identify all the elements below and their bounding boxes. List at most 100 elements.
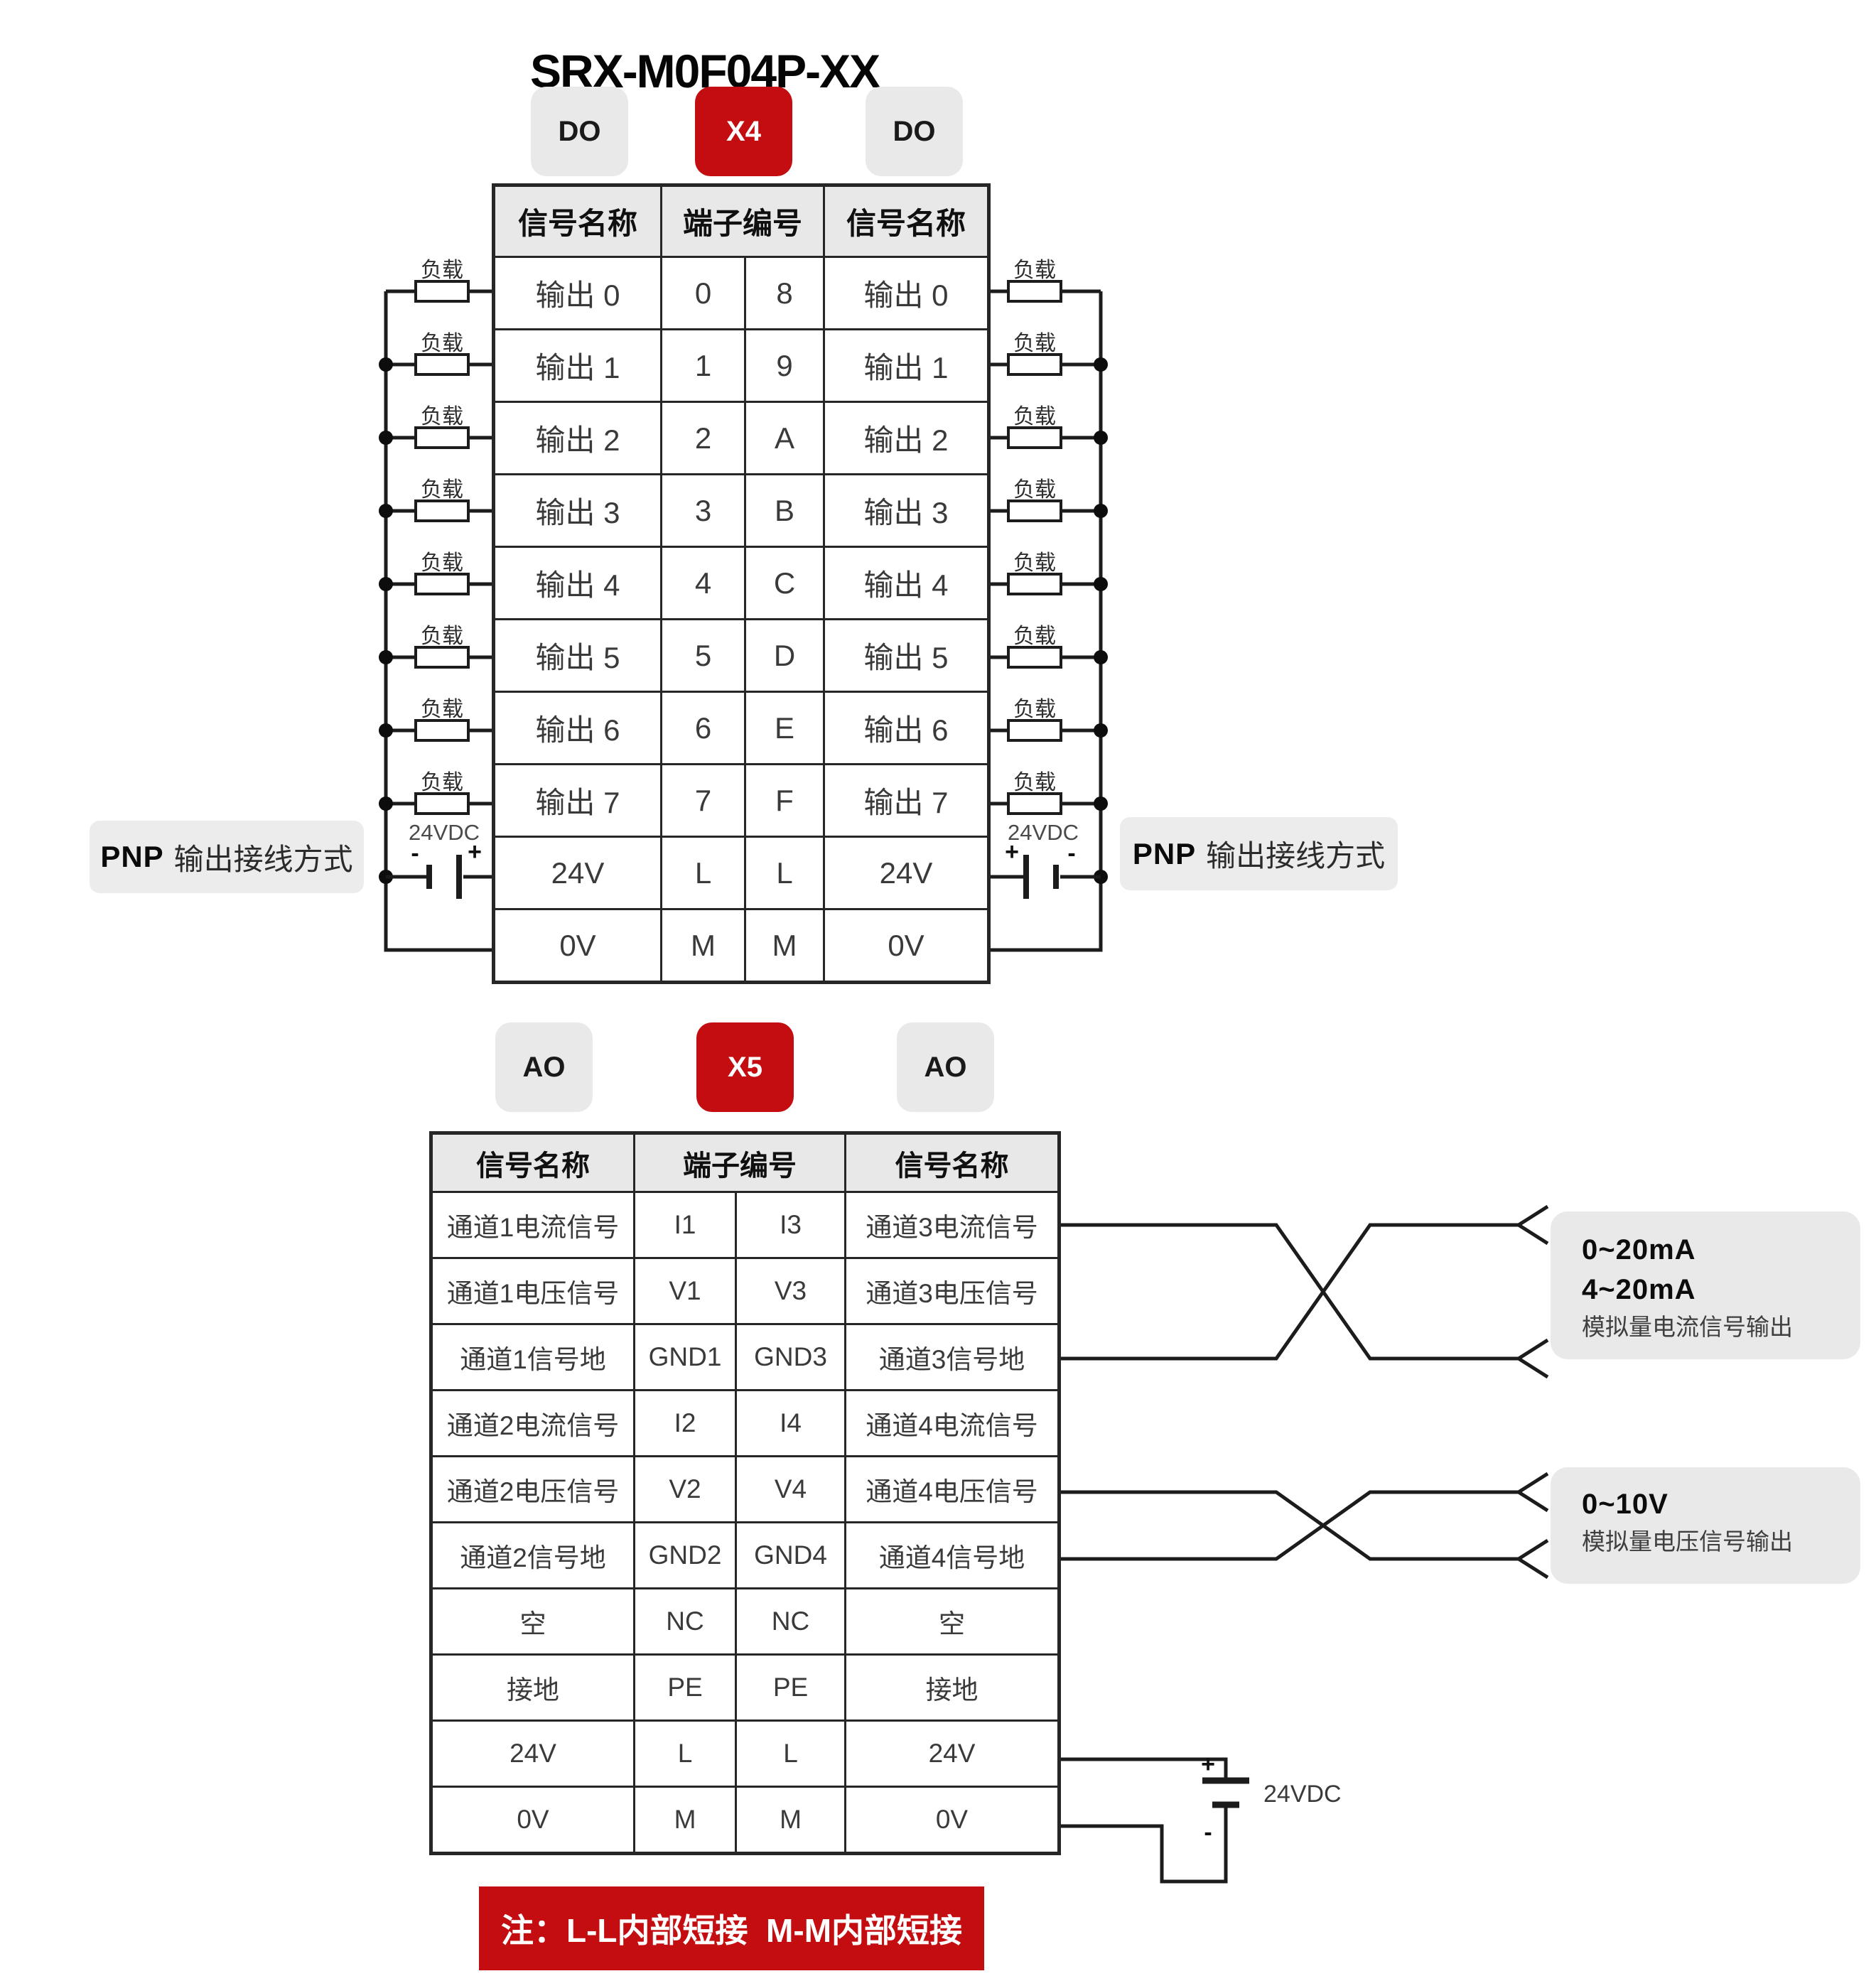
table-cell: 输出 3 [823,473,991,548]
table-cell: 空 [844,1587,1060,1656]
x4-right-wiring: + - 24VDC [987,259,1108,952]
table-cell: NC [735,1587,846,1656]
cable-fork-icon [1517,1538,1549,1580]
badge-do-right: DO [866,87,963,176]
pnp-label-bold: PNP [1132,836,1197,870]
table-cell: 输出 6 [823,691,991,765]
junction-dot [379,650,393,664]
table-cell: 8 [743,256,826,330]
table-cell: I1 [633,1191,737,1259]
table-cell: 7 [660,763,746,838]
table-cell: A [743,401,826,475]
table-cell: 0V [492,908,662,983]
table-cell: GND1 [633,1323,737,1391]
table-cell: 通道4电压信号 [844,1455,1060,1523]
table-cell: 24V [844,1719,1060,1788]
table-cell: 9 [743,328,826,403]
table-cell: 接地 [844,1653,1060,1722]
table-cell: I4 [735,1389,846,1457]
supply-voltage-label: 24VDC [1008,820,1079,845]
cable-fork-icon [1517,1204,1549,1246]
table-cell: PE [633,1653,737,1722]
current-output-note: 0~20mA 4~20mA 模拟量电流信号输出 [1551,1211,1860,1359]
pnp-wiring-label-left: PNP 输出接线方式 [90,821,364,893]
pnp-wiring-label-right: PNP 输出接线方式 [1120,817,1398,890]
note-line: 0~10V [1582,1489,1669,1520]
table-cell: M [633,1786,737,1854]
cable-fork-icon [1517,1338,1549,1379]
table-cell: L [660,836,746,910]
table-cell: 0V [430,1786,635,1854]
table-cell: 输出 1 [492,328,662,403]
table-cell: V4 [735,1455,846,1523]
table-cell: 输出 4 [823,546,991,620]
table-cell: 24V [823,836,991,910]
badge-ao-left: AO [495,1022,593,1112]
table-cell: 输出 5 [823,618,991,693]
table-cell: 0 [660,256,746,330]
pnp-label-bold: PNP [100,840,164,873]
table-cell: 空 [430,1587,635,1656]
junction-dot [1094,723,1108,738]
table-cell: 2 [660,401,746,475]
table-cell: I2 [633,1389,737,1457]
supply-voltage-label: 24VDC [1263,1781,1342,1808]
table-cell: 通道3电流信号 [844,1191,1060,1259]
pnp-label-text: 输出接线方式 [173,842,353,876]
table-cell: 接地 [430,1653,635,1722]
twisted-pair-current [1057,1204,1549,1379]
x5-right-wiring: + - 24VDC [1057,1204,1549,1884]
plus-sign: + [468,838,482,865]
table-cell: 输出 1 [823,328,991,403]
table-cell: 通道4电流信号 [844,1389,1060,1457]
plus-sign: + [1005,838,1019,865]
table-cell: 输出 0 [823,256,991,330]
table-cell: 输出 0 [492,256,662,330]
junction-dot [379,357,393,372]
junction-dot [1094,870,1108,884]
cable-fork-icon [1517,1472,1549,1513]
junction-dot [379,431,393,445]
table-cell: L [743,836,826,910]
table-cell: V1 [633,1257,737,1325]
minus-sign: - [1067,840,1075,867]
badge-x5: X5 [696,1022,794,1112]
note-line: 4~20mA [1582,1274,1696,1305]
table-cell: 0V [844,1786,1060,1854]
table-cell: 6 [660,691,746,765]
table-cell: 通道2信号地 [430,1521,635,1589]
table-cell: 通道1电压信号 [430,1257,635,1325]
plus-sign: + [1201,1751,1215,1778]
table-cell: M [660,908,746,983]
table-cell: 通道3电压信号 [844,1257,1060,1325]
column-header: 信号名称 [823,184,991,258]
minus-sign: - [1204,1819,1212,1846]
table-cell: V3 [735,1257,846,1325]
table-cell: M [743,908,826,983]
junction-dot [379,797,393,811]
junction-dot [1094,431,1108,445]
supply-voltage-label: 24VDC [409,820,480,845]
voltage-output-note: 0~10V 模拟量电压信号输出 [1551,1467,1860,1584]
table-cell: 通道2电压信号 [430,1455,635,1523]
table-cell: 24V [430,1719,635,1788]
battery-symbol: + - 24VDC [1057,1751,1342,1884]
table-cell: 4 [660,546,746,620]
table-cell: 输出 2 [492,401,662,475]
table-cell: M [735,1786,846,1854]
table-cell: C [743,546,826,620]
